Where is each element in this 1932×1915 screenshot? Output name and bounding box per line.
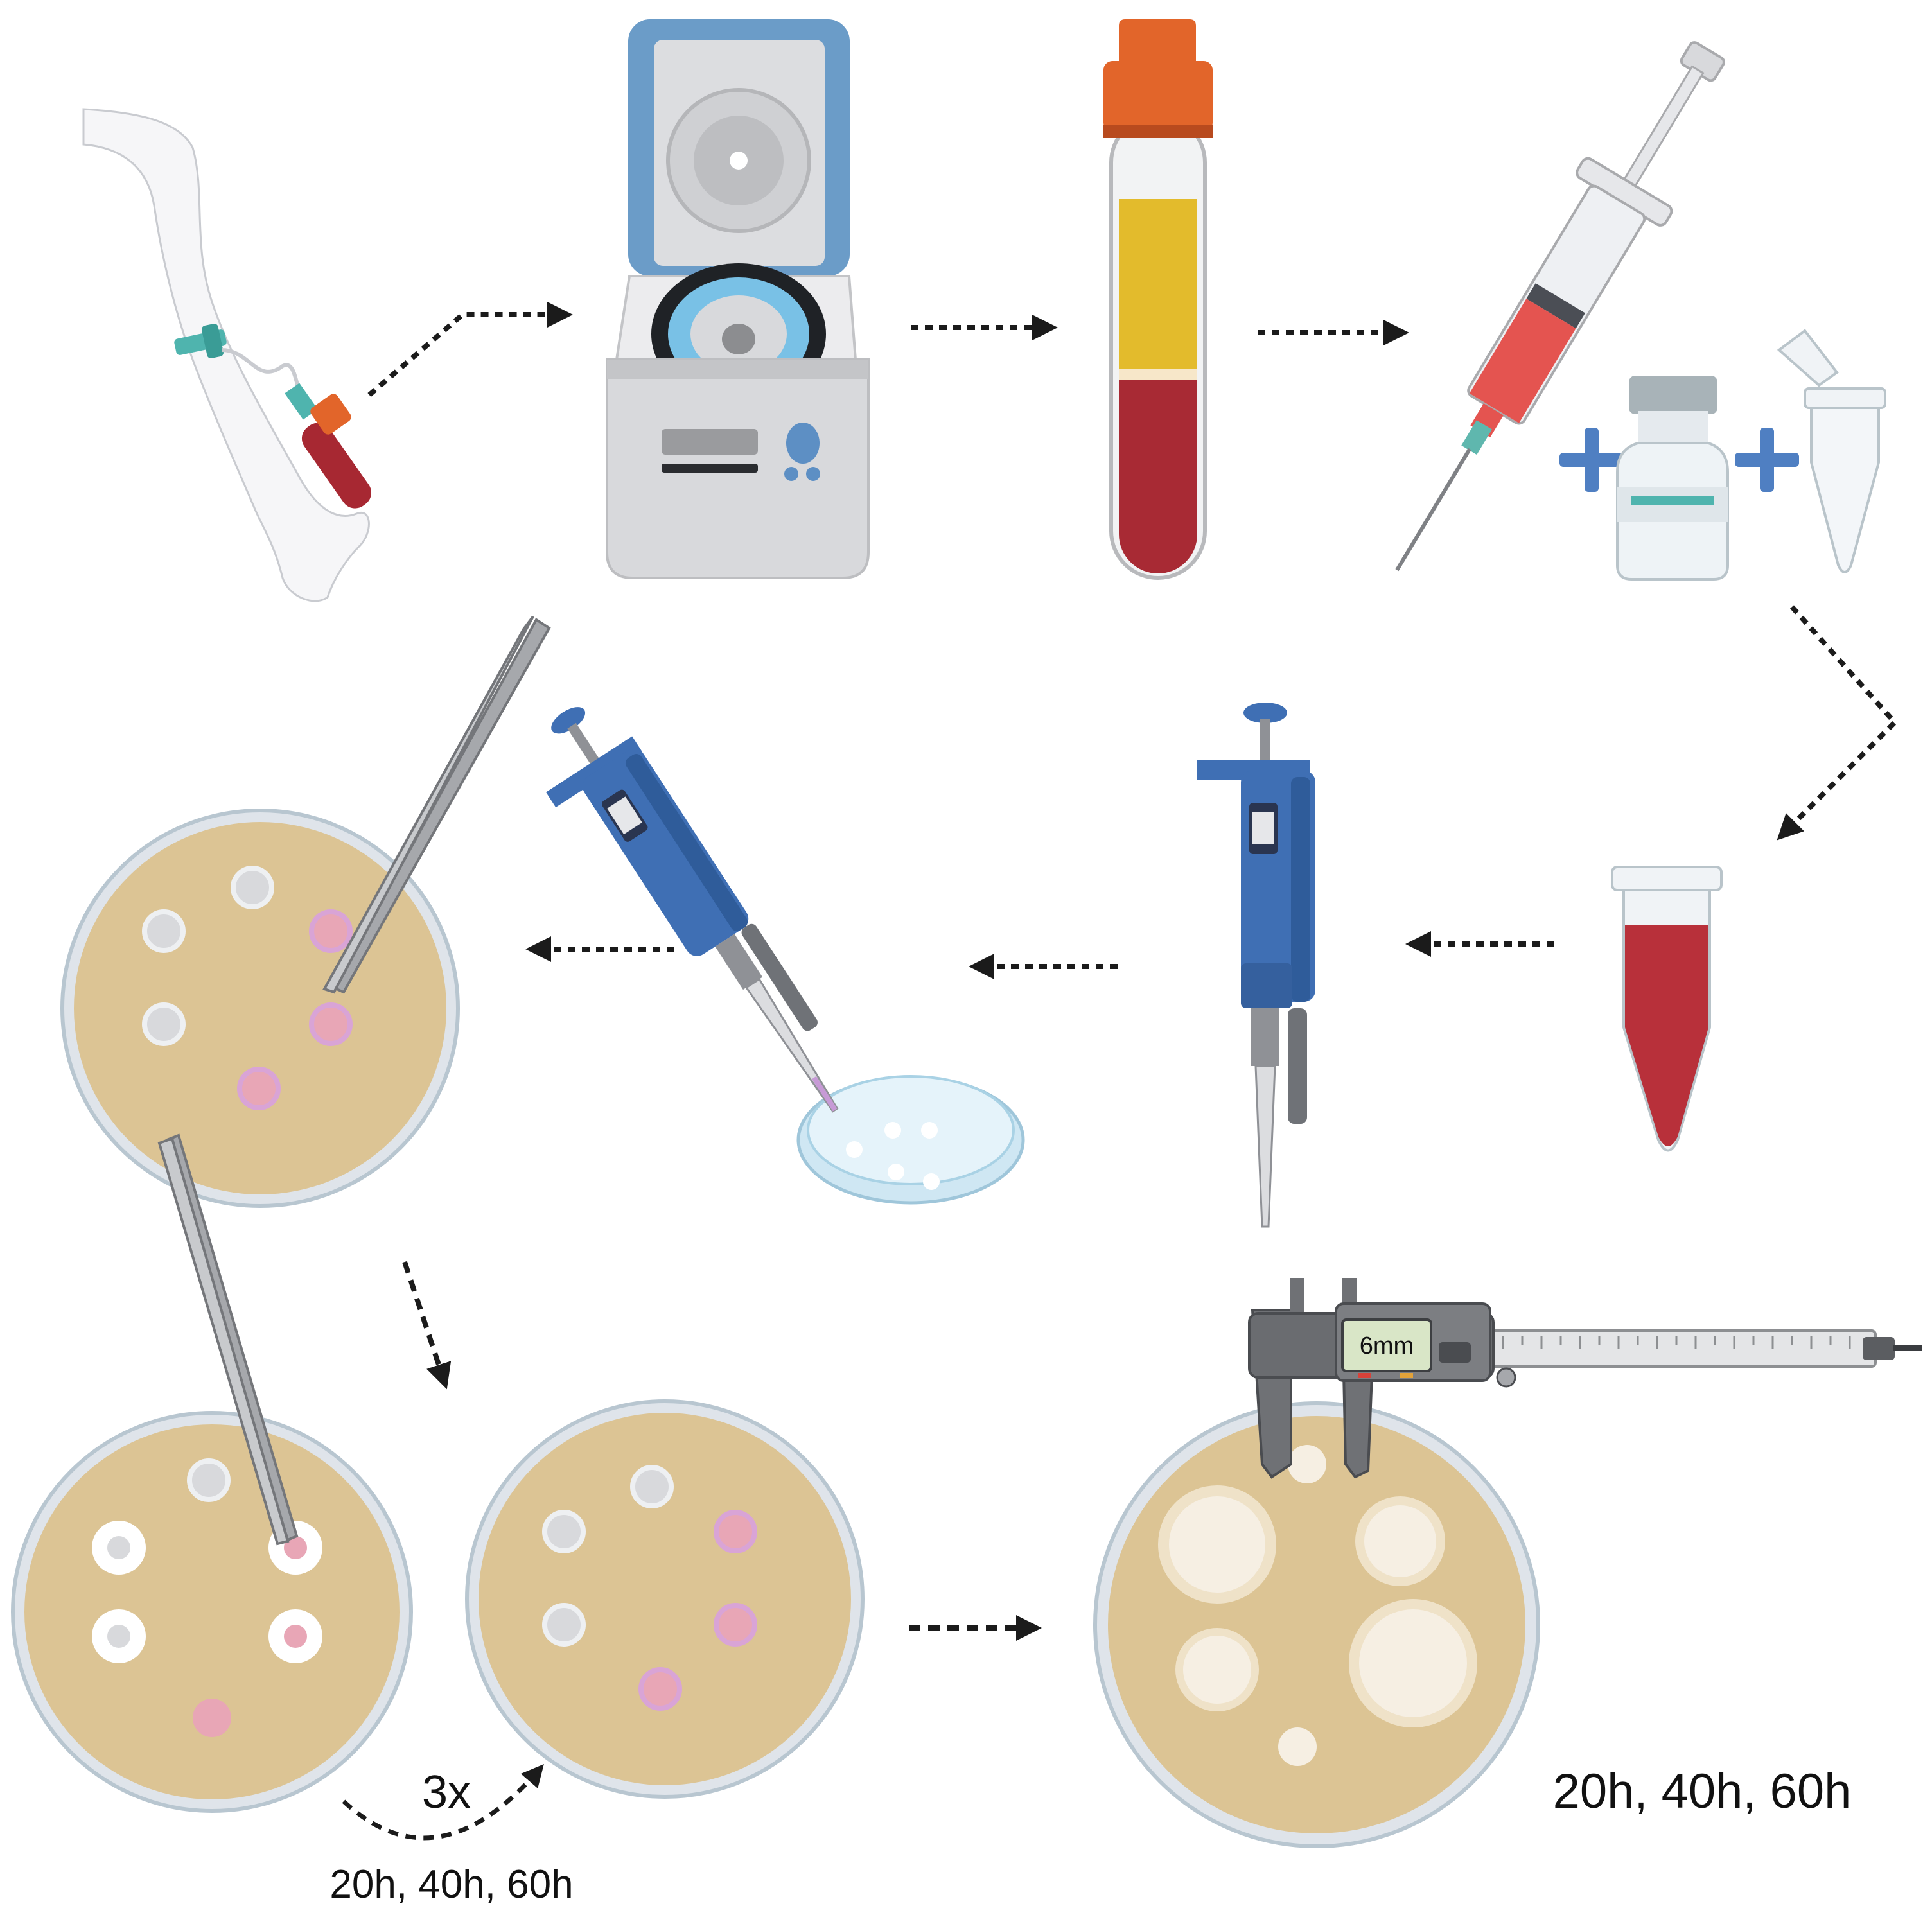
filled-microtube-icon — [1611, 866, 1723, 1152]
pipette-into-dish-icon — [545, 707, 1025, 1205]
measure-times-label: 20h, 40h, 60h — [1553, 1764, 1852, 1819]
micropipette-icon — [1197, 703, 1315, 1228]
repeated-plate-icon — [465, 1399, 865, 1799]
repeat-count-label: 3x — [422, 1767, 471, 1818]
plate-with-zones-icon — [11, 1133, 413, 1813]
separated-blood-tube-icon — [1103, 19, 1213, 580]
caliper-measurement-icon: 6mm — [1093, 1278, 1922, 1848]
arrow-plate-down — [402, 1261, 452, 1390]
arrow-blood-to-centrifuge — [367, 302, 573, 398]
arrow-mix-to-microtube — [1777, 605, 1899, 841]
plus-icon — [1559, 428, 1624, 492]
repeat-arrow — [342, 1764, 544, 1841]
vial-icon — [1616, 376, 1729, 581]
arm-blood-draw-icon — [82, 108, 372, 602]
syringe-icon — [1395, 41, 1725, 572]
plus-icon — [1735, 428, 1799, 492]
caliper-reading: 6mm — [1360, 1333, 1414, 1360]
centrifuge-icon — [606, 19, 870, 579]
microtube-icon — [1777, 329, 1886, 573]
forceps-on-plate-icon — [60, 615, 551, 1208]
repeat-times-label: 20h, 40h, 60h — [329, 1862, 573, 1907]
